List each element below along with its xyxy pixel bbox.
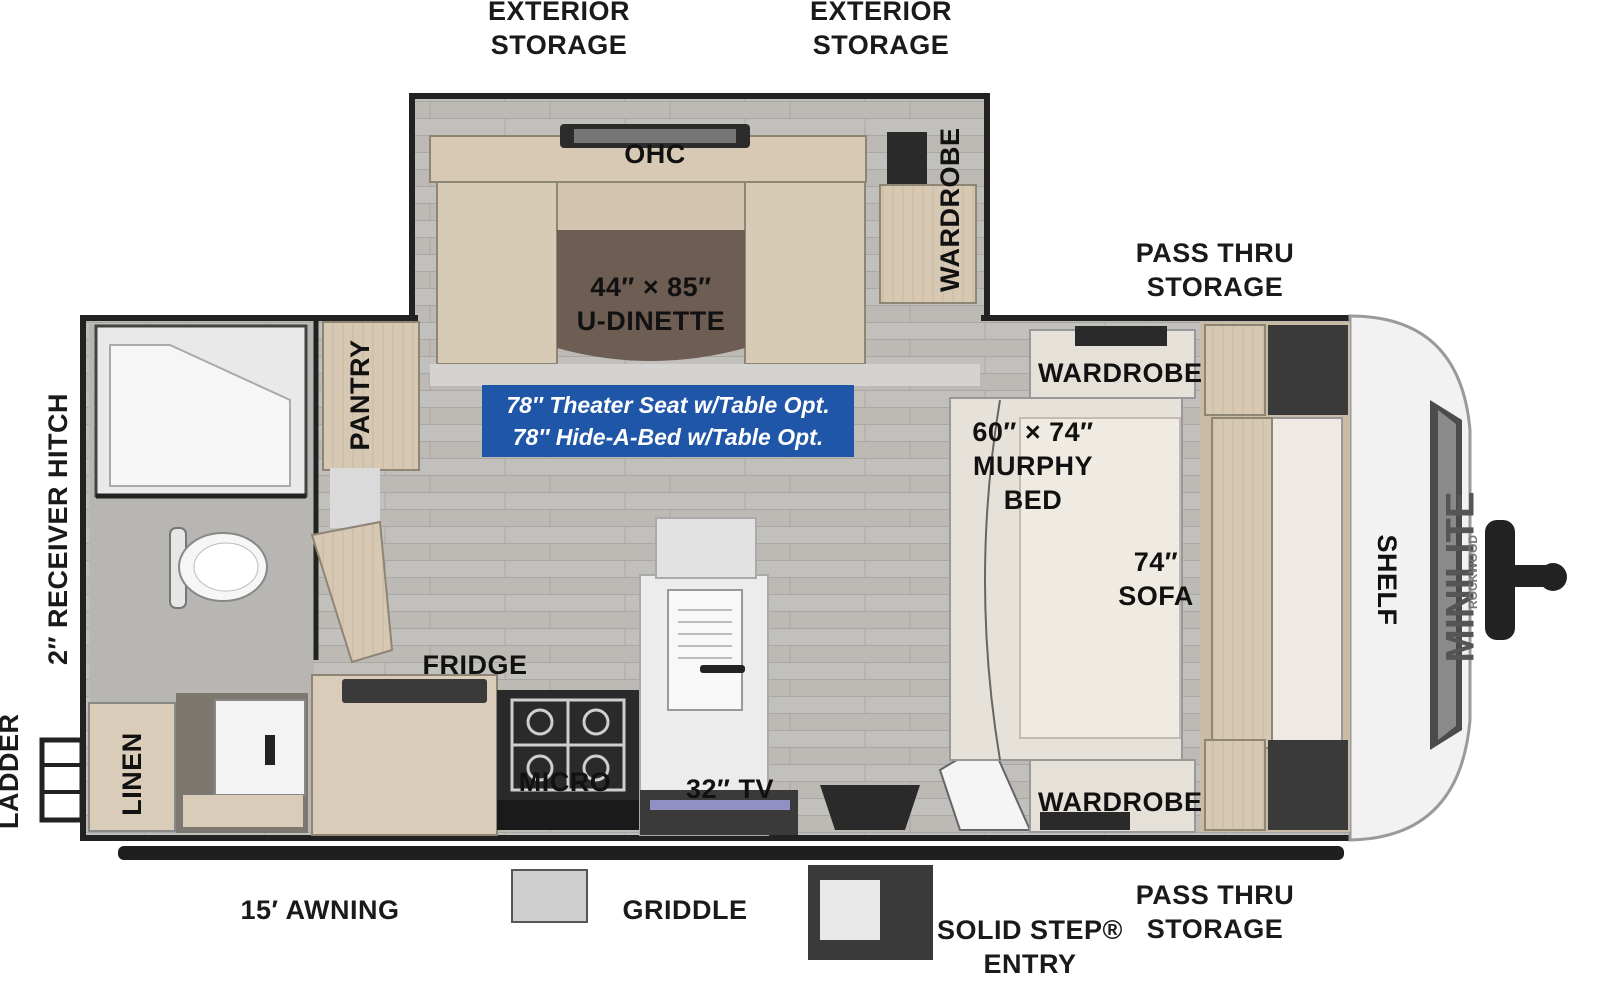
option-note-line-2: 78″ Hide-A-Bed w/Table Opt.	[512, 424, 824, 450]
label-fridge: FRIDGE	[422, 650, 528, 680]
label-receiver-hitch: 2″ RECEIVER HITCH	[43, 393, 73, 665]
label-u-dinette: 44″ × 85″U-DINETTE	[576, 272, 726, 336]
bathroom	[88, 318, 319, 833]
label-griddle: GRIDDLE	[622, 895, 748, 925]
label-slide-wardrobe: WARDROBE	[935, 127, 965, 293]
label-wardrobe-top: WARDROBE	[1038, 358, 1203, 388]
front-cap	[1348, 314, 1567, 842]
option-note-line-1: 78″ Theater Seat w/Table Opt.	[506, 392, 830, 418]
tv-stand	[640, 790, 798, 835]
label-awning: 15′ AWNING	[240, 895, 400, 925]
entry-chair	[820, 785, 920, 830]
label-tv: 32″ TV	[686, 774, 774, 804]
label-micro: MICRO	[518, 767, 612, 797]
pantry	[322, 321, 420, 528]
label-shelf: SHELF	[1372, 534, 1402, 626]
label-ohc: OHC	[624, 139, 686, 169]
galley	[311, 517, 798, 836]
awning-rail	[118, 846, 1344, 860]
slide-wardrobe	[879, 184, 977, 304]
label-ladder: LADDER	[0, 713, 24, 830]
label-wardrobe-bottom: WARDROBE	[1038, 787, 1203, 817]
dinette-bench-right	[744, 181, 866, 365]
sink	[667, 589, 743, 711]
dinette-bench-left	[436, 181, 558, 365]
label-solid-step-entry: SOLID STEP®ENTRY	[937, 915, 1123, 979]
bedroom	[949, 322, 1350, 833]
label-linen: LINEN	[117, 732, 147, 816]
griddle-icon	[511, 869, 588, 923]
ladder-icon	[39, 737, 85, 823]
linen-cabinet	[88, 702, 176, 832]
dinette-table	[557, 230, 745, 361]
slide-contents	[429, 124, 980, 386]
fridge-door	[310, 520, 394, 664]
toilet-icon	[169, 527, 268, 609]
option-note-badge: 78″ Theater Seat w/Table Opt. 78″ Hide-A…	[482, 385, 854, 457]
brand-logo-rockwood: ROCKWOOD	[1466, 535, 1480, 609]
label-sofa: 74″SOFA	[1118, 547, 1194, 611]
label-pantry: PANTRY	[345, 339, 375, 451]
